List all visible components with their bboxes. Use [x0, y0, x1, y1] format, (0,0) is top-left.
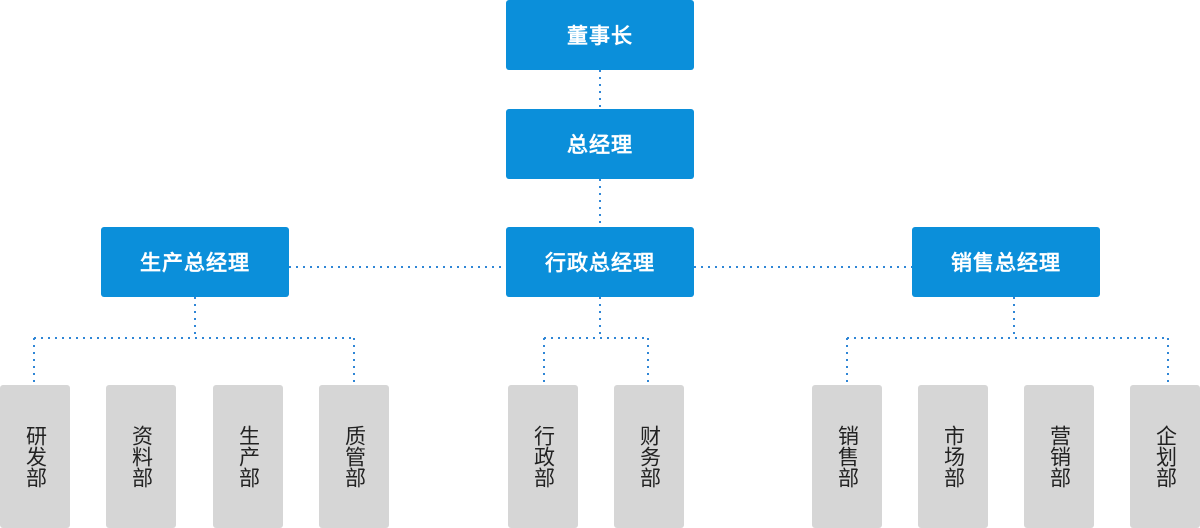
sales-manager-node: 销售总经理: [912, 227, 1100, 297]
department-research: 研发部: [0, 385, 70, 528]
department-documentation: 资料部: [106, 385, 176, 528]
department-production: 生产部: [213, 385, 283, 528]
department-market: 市场部: [918, 385, 988, 528]
department-sales: 销售部: [812, 385, 882, 528]
department-administration: 行政部: [508, 385, 578, 528]
general-manager-node: 总经理: [506, 109, 694, 179]
department-marketing: 营销部: [1024, 385, 1094, 528]
department-finance: 财务部: [614, 385, 684, 528]
chairman-node: 董事长: [506, 0, 694, 70]
administration-manager-node: 行政总经理: [506, 227, 694, 297]
production-manager-node: 生产总经理: [101, 227, 289, 297]
department-planning: 企划部: [1130, 385, 1200, 528]
department-quality-control: 质管部: [319, 385, 389, 528]
